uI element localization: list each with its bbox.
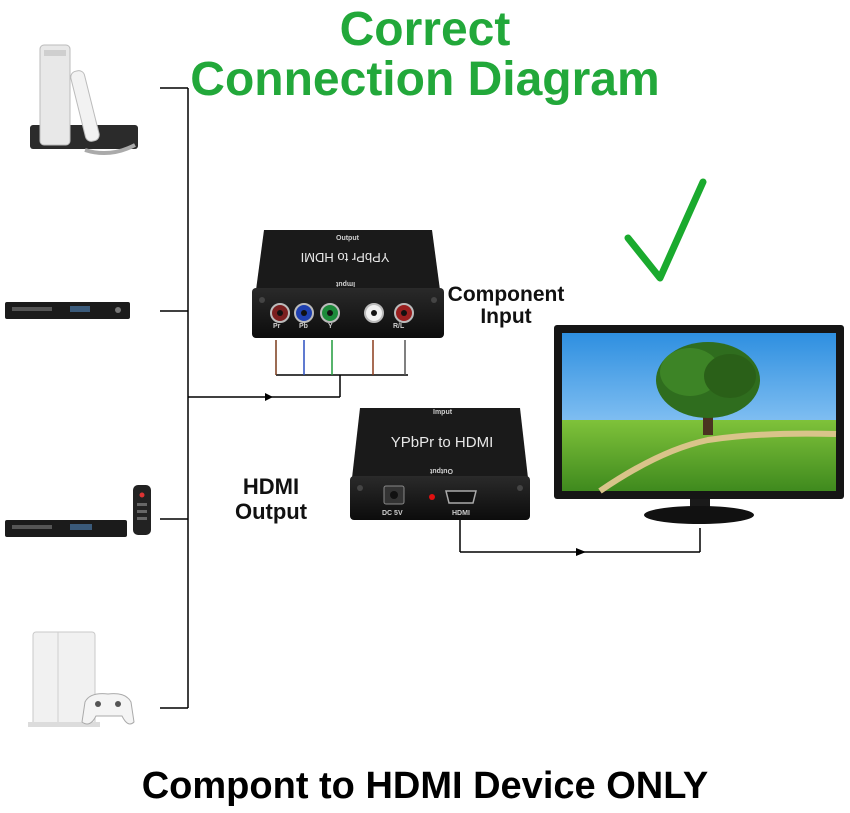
component-input-line-1: Component [447,283,565,306]
converter-bottom-output-label: Output [430,467,453,474]
dc-port-label: DC 5V [382,510,403,517]
converter-bottom [350,408,530,520]
hdmi-output-line-1: HDMI [242,474,300,499]
component-input-line-2: Input [480,305,532,328]
hdmi-port-label: HDMI [452,510,470,517]
device-bus-lines [160,87,408,709]
component-cables [275,340,406,375]
hdmi-output-line-2: Output [234,499,308,524]
port-label-rl: R/L [393,323,405,330]
ps4-console-icon [28,631,135,727]
component-ports [270,303,414,323]
hdmi-output-label: HDMI Output [222,474,320,524]
converter-top [252,230,444,338]
converter-top-output-label: Output [336,235,359,242]
port-label-pb: Pb [299,323,308,330]
port-label-pr: Pr [273,323,281,330]
wii-console-icon [30,44,138,156]
hdmi-cable-line [459,518,701,553]
converter-top-input-label: Imput [336,280,356,287]
converter-bottom-name: YPbPr to HDMI [390,434,494,451]
component-input-label: Component Input [440,284,572,328]
title-line-1: Correct [339,3,511,56]
dvd-player-with-remote-icon [5,485,151,537]
port-label-y: Y [328,323,333,330]
converter-top-name: YPbPr to HDMI [300,250,390,265]
tv-icon [554,325,844,524]
checkmark-icon [624,178,707,282]
arrow-to-tv [576,548,586,556]
title-line-2: Connection Diagram [190,53,660,106]
arrow-to-converter [265,393,273,401]
dvd-player-icon [5,302,130,319]
footer-caption: Compont to HDMI Device ONLY [141,765,709,807]
converter-bottom-input-label: Imput [433,409,453,416]
